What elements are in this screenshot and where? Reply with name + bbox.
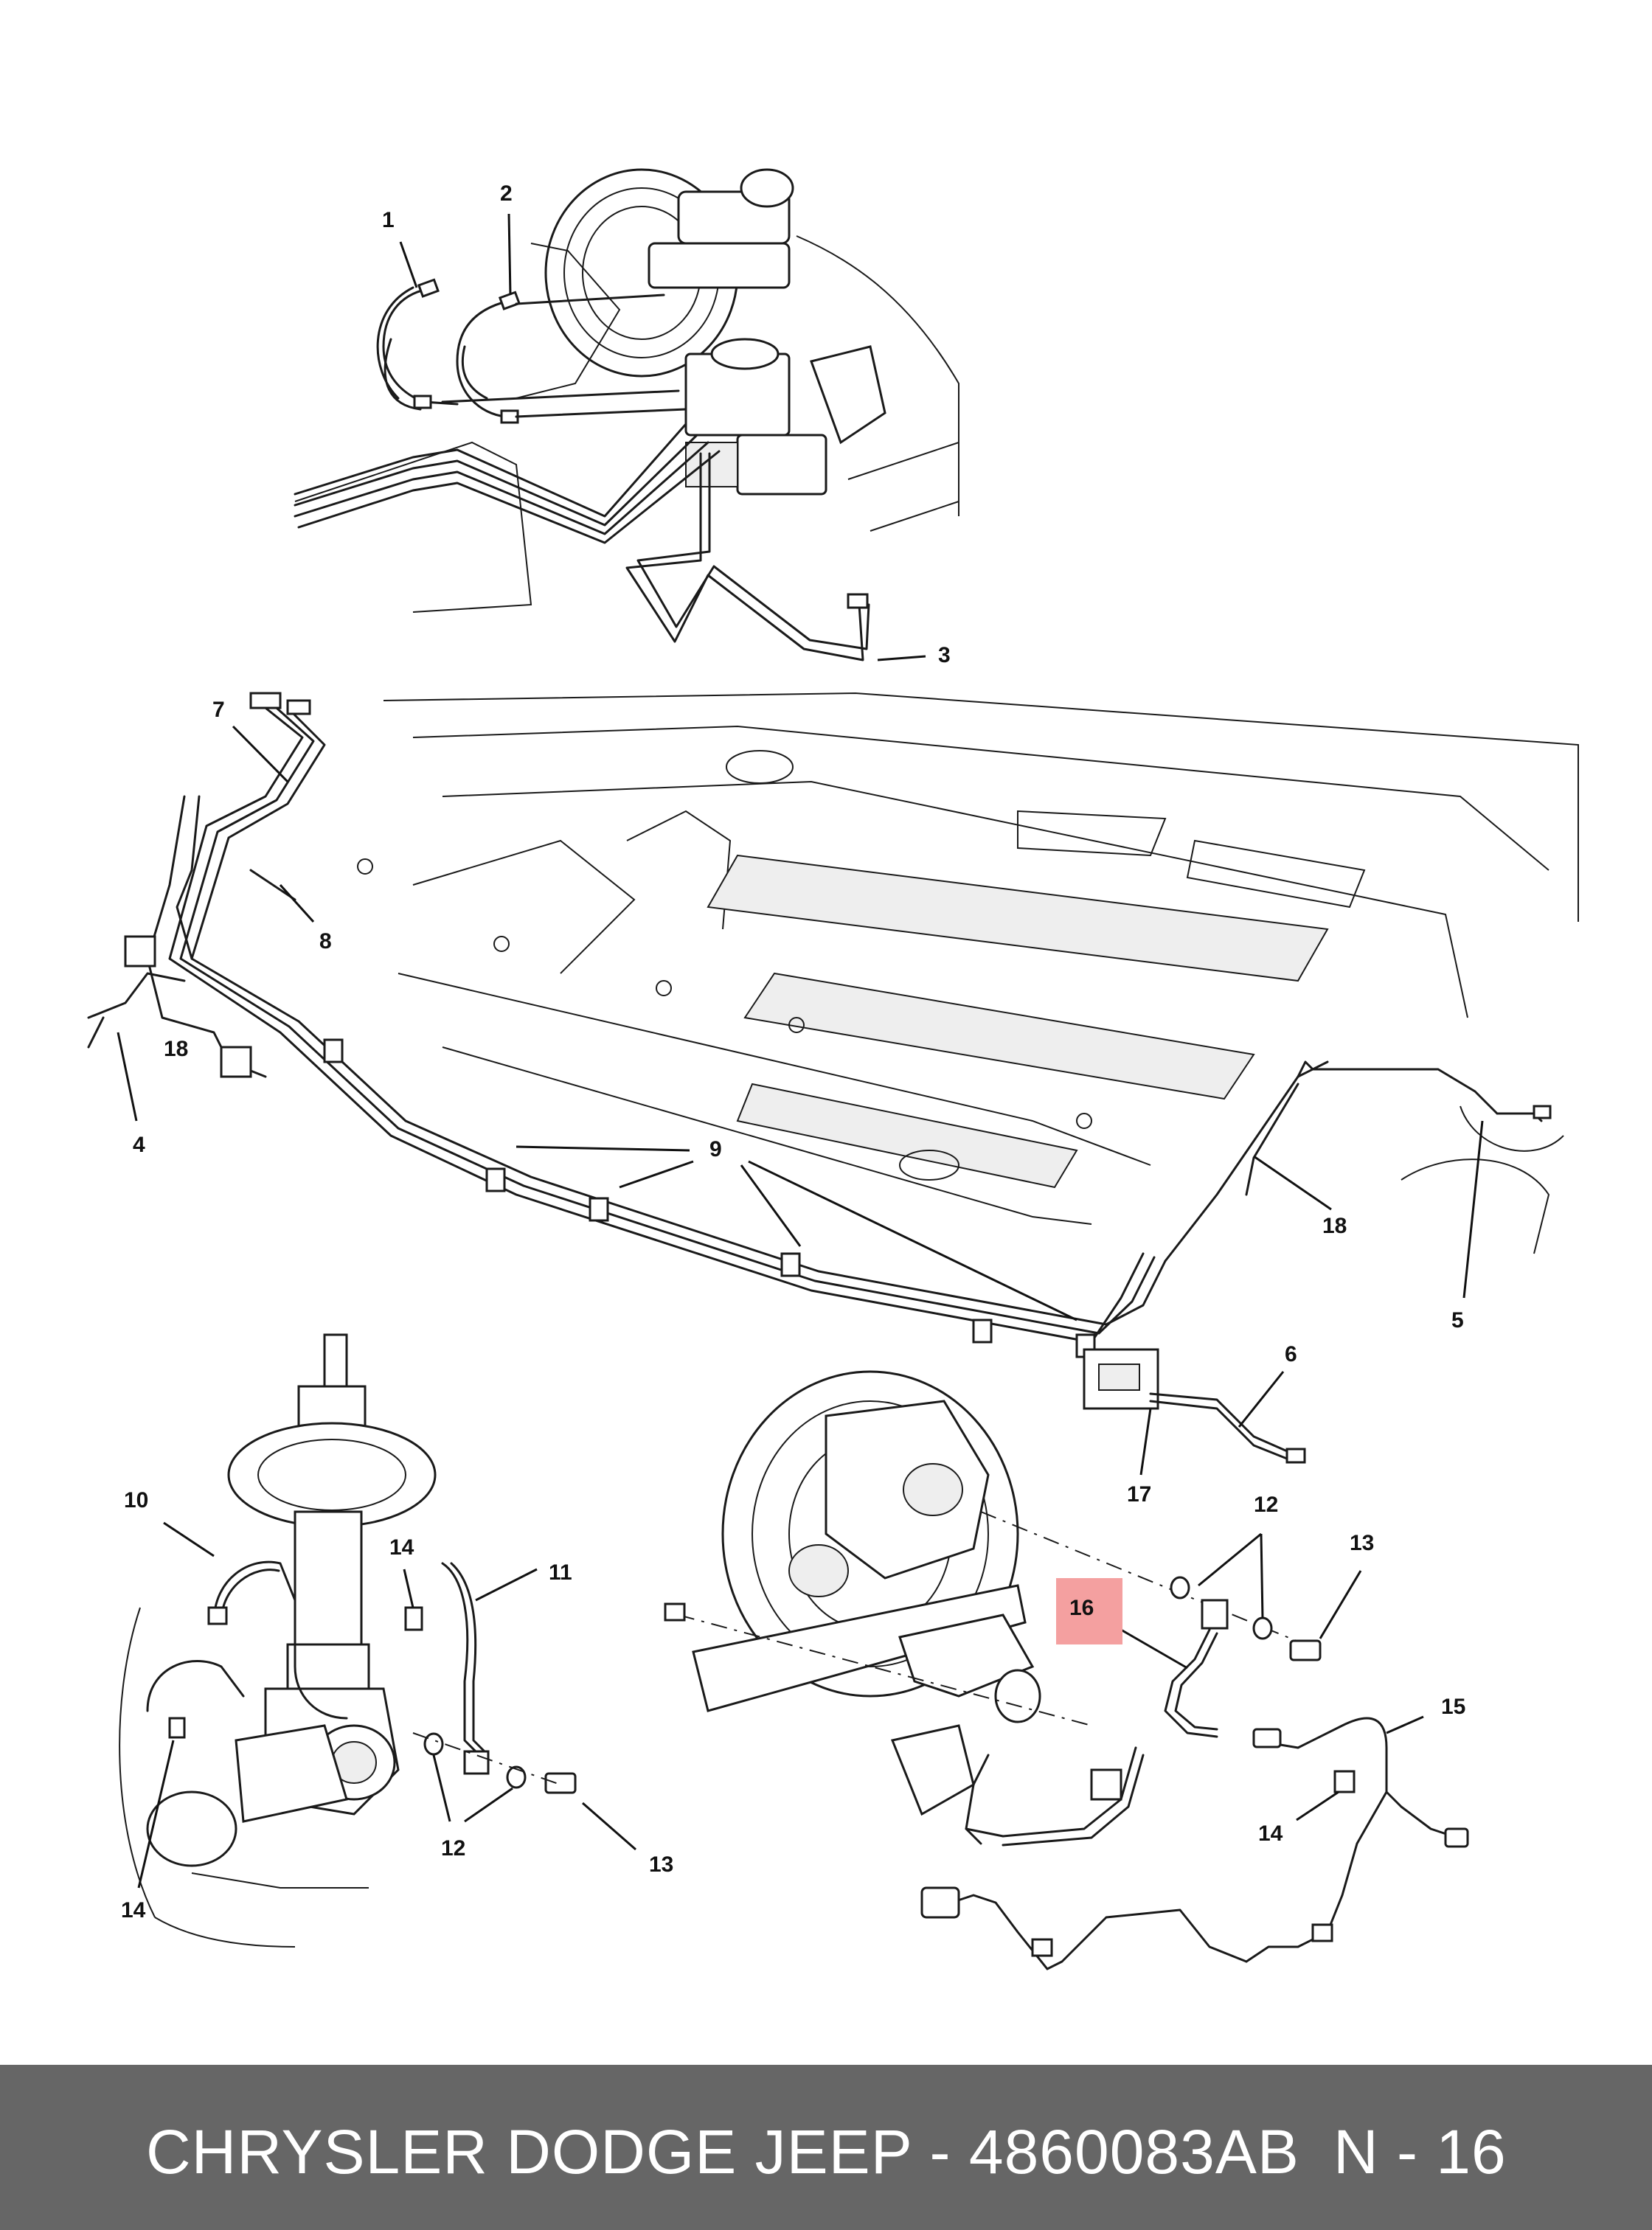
- callout-12a: 12: [441, 1836, 465, 1861]
- callout-labels: 1 2 3 4 5 6 7 8 9 10 11 12 12 13 13 14 1…: [121, 181, 1465, 1922]
- callout-17: 17: [1127, 1482, 1151, 1507]
- callout-15: 15: [1441, 1695, 1465, 1719]
- rear-brake-hose-assembly: [664, 1370, 1469, 1970]
- front-strut-knuckle-assembly: [119, 1333, 577, 1948]
- callout-6: 6: [1285, 1342, 1297, 1366]
- callout-12b: 12: [1254, 1493, 1278, 1517]
- callout-11: 11: [549, 1560, 572, 1585]
- callout-18a: 18: [164, 1037, 188, 1061]
- underbody-floor-pan: [357, 692, 1579, 1254]
- callout-13b: 13: [1350, 1531, 1374, 1555]
- footer-bar: CHRYSLER DODGE JEEP - 4860083AB N - 16: [0, 2065, 1652, 2230]
- callout-8: 8: [319, 929, 332, 954]
- callout-leaders: [117, 213, 1484, 1889]
- callout-4: 4: [133, 1133, 145, 1157]
- callout-13a: 13: [649, 1852, 673, 1877]
- callout-18b: 18: [1322, 1214, 1347, 1238]
- callout-14a: 14: [389, 1535, 414, 1560]
- highlight-box-16: [1056, 1578, 1122, 1644]
- callout-16: 16: [1069, 1596, 1094, 1620]
- callout-1: 1: [382, 208, 395, 232]
- callout-14b: 14: [121, 1898, 146, 1922]
- brake-lines-diagram: 1 2 3 4 5 6 7 8 9 10 11 12 12 13 13 14 1…: [87, 168, 1579, 1970]
- footer-page-ref: N - 16: [1333, 2117, 1507, 2186]
- callout-2: 2: [500, 181, 513, 206]
- callout-9: 9: [709, 1137, 722, 1161]
- callout-7: 7: [212, 698, 225, 722]
- callout-3: 3: [938, 643, 951, 667]
- footer-part-number: CHRYSLER DODGE JEEP - 4860083AB: [146, 2117, 1299, 2186]
- callout-10: 10: [124, 1488, 148, 1512]
- callout-5: 5: [1451, 1308, 1464, 1333]
- callout-14c: 14: [1258, 1821, 1283, 1846]
- brake-tube-bundle: [87, 692, 1552, 1464]
- abs-master-cylinder-assembly: [294, 168, 959, 661]
